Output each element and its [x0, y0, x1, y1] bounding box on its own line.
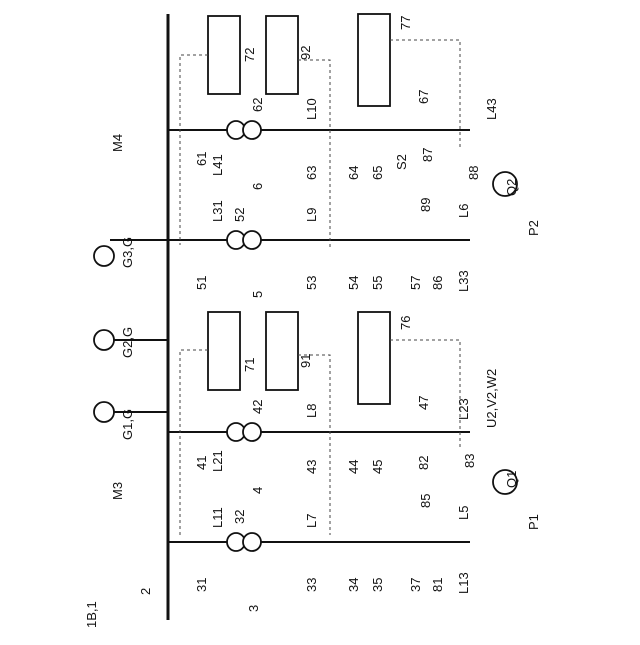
- breaker-51: 51: [194, 276, 209, 290]
- cabinet-92: [266, 16, 298, 94]
- rectifier-65: 65: [370, 166, 385, 180]
- converter-54: 54: [346, 276, 361, 290]
- inverter-57: 57: [408, 276, 423, 290]
- node-85: 85: [418, 494, 433, 508]
- machine-m4: M4: [110, 134, 125, 152]
- rectifier-55: 55: [370, 276, 385, 290]
- node-86: 86: [430, 276, 445, 290]
- subsystem-5: 5: [250, 291, 265, 298]
- motor-q2: Q2: [504, 179, 519, 196]
- breaker-61: 61: [194, 152, 209, 166]
- machine-m3: M3: [110, 482, 125, 500]
- breaker-41: 41: [194, 456, 209, 470]
- cabinet-91-label: 91: [298, 354, 313, 368]
- subsystem-6: 6: [250, 183, 265, 190]
- phase-label: U2,V2,W2: [484, 369, 499, 428]
- converter-34: 34: [346, 578, 361, 592]
- breaker-33: 33: [304, 578, 319, 592]
- node-81: 81: [430, 578, 445, 592]
- line-l43: L43: [484, 98, 499, 120]
- rectifier-35: 35: [370, 578, 385, 592]
- cabinet-91: [266, 312, 298, 390]
- breaker-43: 43: [304, 460, 319, 474]
- subsystem-3: 3: [246, 605, 261, 612]
- line-l13: L13: [456, 572, 471, 594]
- node-83: 83: [462, 454, 477, 468]
- node-88: 88: [466, 166, 481, 180]
- pump-p1: P1: [526, 514, 541, 530]
- breaker-63: 63: [304, 166, 319, 180]
- inverter-47: 47: [416, 396, 431, 410]
- node-87: 87: [420, 148, 435, 162]
- generator-g1-icon: [94, 402, 114, 422]
- line-l6: L6: [456, 204, 471, 218]
- cabinet-76-label: 76: [398, 316, 413, 330]
- motor-q1: Q1: [504, 471, 519, 488]
- generator-g3: G3,G: [120, 237, 135, 268]
- line-l8: L8: [304, 404, 319, 418]
- line-l41: L41: [210, 154, 225, 176]
- cabinet-77-label: 77: [398, 16, 413, 30]
- inverter-37: 37: [408, 578, 423, 592]
- main-bus-ref: 2: [138, 588, 153, 595]
- node-89: 89: [418, 198, 433, 212]
- inverter-67: 67: [416, 90, 431, 104]
- line-l10: L10: [304, 98, 319, 120]
- line-l23: L23: [456, 398, 471, 420]
- generator-g2: G2,G: [120, 327, 135, 358]
- line-l33: L33: [456, 270, 471, 292]
- line-l31: L31: [210, 200, 225, 222]
- figure-label: 1B,1: [84, 601, 99, 628]
- cabinet-77: [358, 14, 390, 106]
- generator-g3-icon: [94, 246, 114, 266]
- line-l7: L7: [304, 514, 319, 528]
- transformer-62: 62: [250, 98, 265, 112]
- line-l11: L11: [210, 507, 225, 528]
- transformer-52: 52: [232, 208, 247, 222]
- transformer-42: 42: [250, 400, 265, 414]
- generator-g1: G1,G: [120, 409, 135, 440]
- transformer-32: 32: [232, 510, 247, 524]
- cabinet-71-label: 71: [242, 358, 257, 372]
- generator-g2-icon: [94, 330, 114, 350]
- line-l5: L5: [456, 506, 471, 520]
- line-l9: L9: [304, 208, 319, 222]
- breaker-53: 53: [304, 276, 319, 290]
- subsystem-4: 4: [250, 487, 265, 494]
- cabinet-72: [208, 16, 240, 94]
- cabinet-72-label: 72: [242, 48, 257, 62]
- breaker-31: 31: [194, 578, 209, 592]
- converter-44: 44: [346, 460, 361, 474]
- converter-64: 64: [346, 166, 361, 180]
- line-l21: L21: [210, 450, 225, 472]
- node-82: 82: [416, 456, 431, 470]
- pump-p2: P2: [526, 220, 541, 236]
- rectifier-45: 45: [370, 460, 385, 474]
- cabinet-71: [208, 312, 240, 390]
- cabinet-92-label: 92: [298, 46, 313, 60]
- switch-s2: S2: [394, 154, 409, 170]
- cabinet-76: [358, 312, 390, 404]
